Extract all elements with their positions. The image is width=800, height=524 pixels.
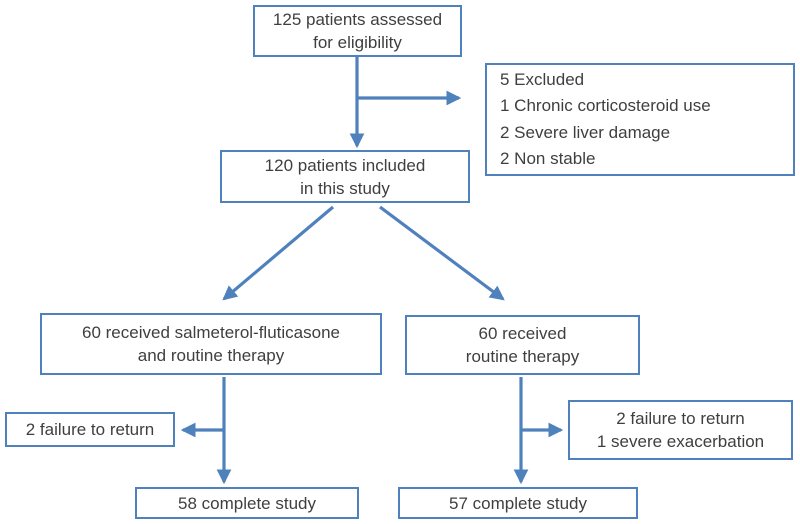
box-text-line: 1 severe exacerbation: [596, 432, 765, 451]
box-text-line: 2 Non stable: [500, 149, 596, 168]
box-complete-study-left: 58 complete study: [135, 487, 359, 519]
box-text-line: routine therapy: [465, 347, 580, 366]
arrow-included-to-arm-left: [222, 205, 335, 301]
box-arm-salmeterol-fluticasone: 60 received salmeterol-fluticasone and r…: [40, 313, 382, 375]
box-text-line: 5 Excluded: [500, 69, 585, 89]
box-text-line: for eligibility: [313, 33, 402, 52]
box-text-line: 2 Severe liver damage: [500, 122, 671, 142]
box-text-line: in this study: [300, 178, 390, 198]
box-dropout-right: 2 failure to return 1 severe exacerbatio…: [568, 400, 793, 460]
box-text-line: 125 patients assessed: [272, 10, 443, 29]
box-text-line: 2 failure to return: [25, 420, 155, 439]
box-text-line: 1 Chronic corticosteroid use: [500, 96, 711, 115]
box-excluded-reasons: 5 Excluded 1 Chronic corticosteroid use …: [485, 63, 795, 176]
box-dropout-left: 2 failure to return: [5, 412, 175, 447]
box-text-line: 58 complete study: [178, 493, 316, 513]
box-text-line: 60 received: [478, 324, 567, 343]
box-text-line: 120 patients included: [264, 155, 426, 175]
box-patients-assessed: 125 patients assessed for eligibility: [253, 5, 462, 57]
box-patients-included: 120 patients included in this study: [220, 150, 470, 203]
box-text-line: 2 failure to return: [616, 409, 745, 428]
arrow-included-to-arm-right: [379, 205, 505, 301]
box-text-line: 60 received salmeterol-fluticasone: [82, 323, 340, 342]
box-arm-routine-therapy: 60 received routine therapy: [405, 315, 640, 375]
box-text-line: and routine therapy: [137, 346, 285, 365]
box-text-line: 57 complete study: [449, 493, 587, 513]
box-complete-study-right: 57 complete study: [398, 487, 638, 519]
